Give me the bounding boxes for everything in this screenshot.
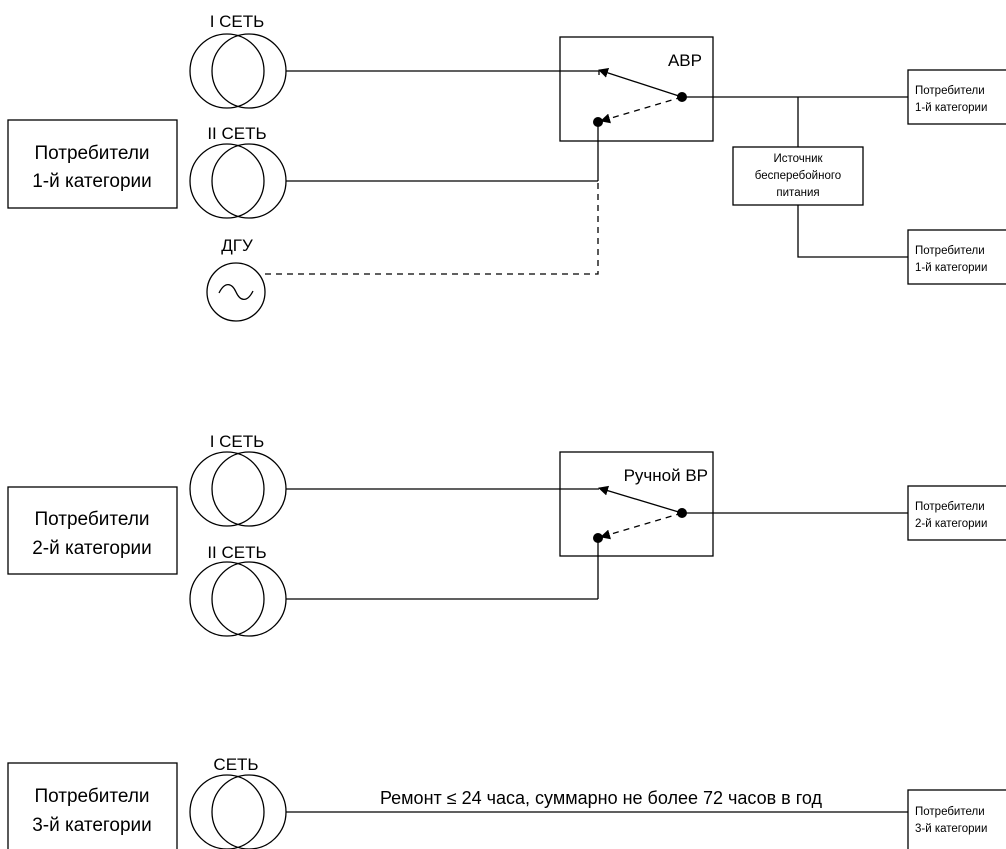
generator-label: ДГУ	[221, 236, 253, 255]
manual-contact-dashed	[600, 512, 683, 540]
ups-label-line1: Источник	[773, 153, 823, 165]
consumer-1b-line1: Потребители	[915, 245, 985, 257]
transformer-3-icon	[189, 451, 287, 527]
consumer-1a-line1: Потребители	[915, 85, 985, 97]
consumer-3-line1: Потребители	[915, 806, 985, 818]
manual-switch-box	[559, 451, 714, 557]
ups-label-line3: питания	[776, 187, 819, 199]
section-category-1: Потребители 1-й категории I СЕТЬ II СЕТЬ…	[7, 12, 1006, 322]
category-3-label-line1: Потребители	[34, 786, 149, 807]
source-1-label: I СЕТЬ	[210, 12, 265, 31]
category-3-label-line2: 3-й категории	[32, 815, 152, 836]
consumer-3-box	[907, 789, 1006, 849]
wire-generator-dashed	[265, 183, 599, 275]
avr-contact-dot	[593, 117, 603, 127]
transformer-5-icon	[189, 774, 287, 849]
source-5-label: СЕТЬ	[213, 755, 258, 774]
generator-icon	[206, 262, 266, 322]
consumer-1a-line2: 1-й категории	[915, 102, 987, 114]
category-3-box	[7, 762, 178, 849]
category-2-box	[7, 486, 178, 575]
source-4-label: II СЕТЬ	[207, 543, 266, 562]
category-1-box	[7, 119, 178, 209]
transformer-1-icon	[189, 33, 287, 109]
consumer-1b-line2: 1-й категории	[915, 262, 987, 274]
consumer-2-box	[907, 485, 1006, 541]
consumer-2-line1: Потребители	[915, 501, 985, 513]
wire-ups-out	[797, 205, 908, 258]
transformer-4-icon	[189, 561, 287, 637]
category-2-label-line1: Потребители	[34, 509, 149, 530]
avr-switch-label: АВР	[668, 51, 702, 70]
manual-contact-dot	[593, 533, 603, 543]
avr-contact-solid	[598, 68, 683, 98]
category-2-label-line2: 2-й категории	[32, 538, 152, 559]
consumer-1b-box	[907, 229, 1006, 285]
avr-contact-dashed	[600, 96, 683, 124]
source-3-label: I СЕТЬ	[210, 432, 265, 451]
consumer-3-line2: 3-й категории	[915, 823, 987, 835]
category-1-label-line1: Потребители	[34, 143, 149, 164]
source-2-label: II СЕТЬ	[207, 124, 266, 143]
ups-box	[732, 146, 864, 206]
category-1-label-line2: 1-й категории	[32, 171, 152, 192]
manual-switch-label: Ручной ВР	[624, 466, 708, 485]
manual-contact-solid	[598, 485, 683, 514]
repair-note: Ремонт ≤ 24 часа, суммарно не более 72 ч…	[380, 788, 823, 808]
transformer-2-icon	[189, 143, 287, 219]
consumer-2-line2: 2-й категории	[915, 518, 987, 530]
ups-label-line2: бесперебойного	[755, 170, 841, 182]
section-category-2: Потребители 2-й категории I СЕТЬ II СЕТЬ…	[7, 432, 1006, 637]
section-category-3: Потребители 3-й категории СЕТЬ Ремонт ≤ …	[7, 755, 1006, 849]
avr-switch-box	[559, 36, 714, 142]
consumer-1a-box	[907, 69, 1006, 125]
